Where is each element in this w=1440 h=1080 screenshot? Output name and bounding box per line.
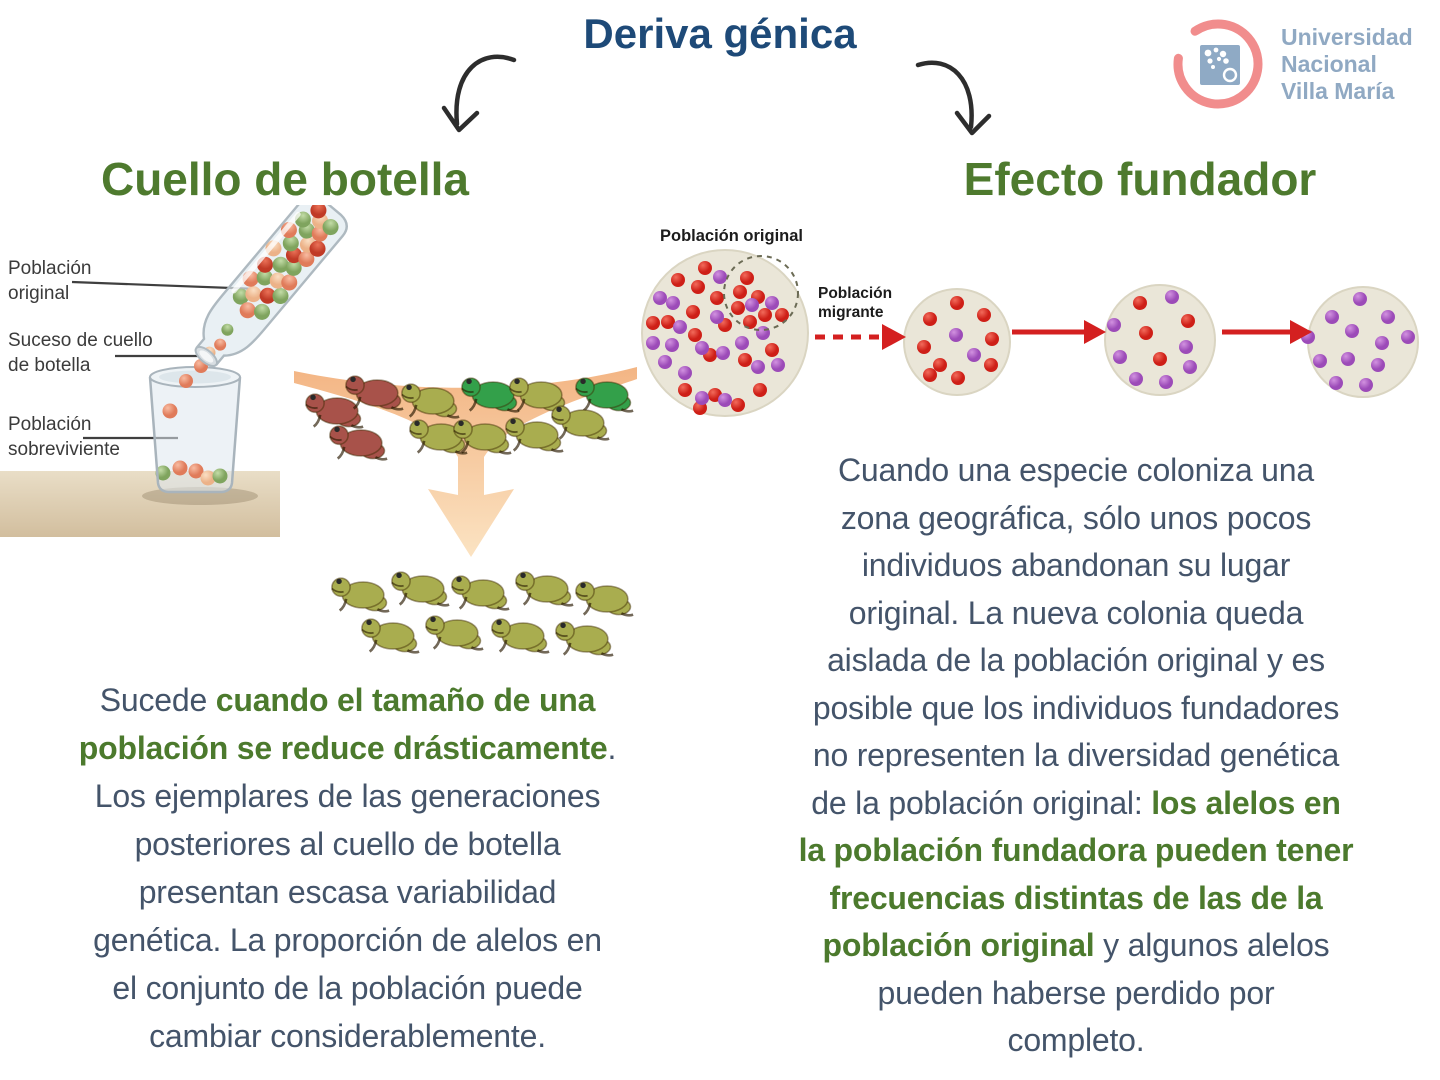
diagram-label-original: Población original <box>8 258 92 304</box>
curved-arrow-left-icon <box>441 54 517 133</box>
paragraph-line: población se reduce drásticamente. <box>78 730 617 766</box>
logo-ring-icon <box>1173 19 1263 109</box>
frog-icon <box>554 620 615 657</box>
paragraph-line: de la población original: los alelos en <box>811 784 1341 821</box>
paragraph-line: Sucede cuando el tamaño de una <box>99 682 596 718</box>
bottleneck-paragraph: Sucede cuando el tamaño de una población … <box>15 676 680 1060</box>
paragraph-line: Los ejemplares de las generaciones <box>94 778 601 814</box>
bottleneck-diagram <box>0 205 348 537</box>
founder-diagram <box>641 249 1419 417</box>
page-title: Deriva génica <box>583 10 857 57</box>
paragraph-line: posteriores al cuello de botella <box>134 826 561 862</box>
frog-icon <box>330 576 391 613</box>
paragraph-line: frecuencias distintas de las de la <box>829 879 1323 916</box>
migrant-selection-dashed-circle <box>723 255 799 331</box>
paragraph-line: Cuando una especie coloniza una <box>838 452 1314 488</box>
paragraph-line: zona geográfica, sólo unos pocos <box>840 499 1312 536</box>
frog-icon <box>514 570 575 607</box>
paragraph-line: posible que los individuos fundadores <box>812 689 1340 726</box>
frog-icon <box>360 617 421 654</box>
migration-arrows <box>815 320 1312 350</box>
paragraph-line: aislada de la población original y es <box>827 642 1325 678</box>
diagram-label-bottleneck-event: Suceso de cuello de botella <box>8 330 153 376</box>
logo-text-line: Universidad <box>1281 23 1413 50</box>
frog-icon <box>490 617 551 654</box>
diagram-label-surviving: Población sobreviviente <box>8 414 120 460</box>
university-logo: Universidad Nacional Villa María <box>1172 6 1440 122</box>
paragraph-line: la población fundadora pueden tener <box>798 832 1354 868</box>
ground <box>0 471 280 537</box>
frog-icon <box>424 614 485 651</box>
section-heading-bottleneck: Cuello de botella <box>100 153 470 205</box>
paragraph-line: genética. La proporción de alelos en <box>93 922 602 958</box>
founder-label-migrant: Población migrante <box>818 285 893 321</box>
cup <box>148 366 242 494</box>
paragraph-line: individuos abandonan su lugar <box>861 547 1291 583</box>
frog-icon <box>450 574 511 611</box>
founder-paragraph: Cuando una especie coloniza una zona geog… <box>720 447 1432 1065</box>
frog-icon <box>550 404 611 441</box>
paragraph-line: original. La nueva colonia queda <box>848 594 1304 631</box>
paragraph-line: no representen la diversidad genética <box>812 737 1340 773</box>
logo-text-line: Nacional <box>1281 50 1377 77</box>
founder-label-original: Población original <box>660 227 804 245</box>
paragraph-line: el conjunto de la población puede <box>112 970 583 1006</box>
frog-icon <box>328 424 389 461</box>
frog-icon <box>390 570 451 607</box>
founder-overlay <box>723 255 1312 350</box>
funnel-arrow <box>294 367 637 557</box>
paragraph-line: presentan escasa variabilidad <box>138 874 557 910</box>
logo-text-line: Villa María <box>1281 77 1395 104</box>
bottle <box>194 205 348 368</box>
frog-icon <box>574 580 635 617</box>
frogs-bottom-group <box>330 570 635 657</box>
curved-arrow-right-icon <box>915 60 992 136</box>
paragraph-line: pueden haberse perdido por <box>877 974 1275 1011</box>
frog-icon <box>504 416 565 453</box>
frog-funnel-illustration <box>294 367 637 657</box>
logo-text: Universidad Nacional Villa María <box>1281 24 1413 105</box>
paragraph-line: completo. <box>1007 1022 1145 1058</box>
paragraph-line: población original y algunos alelos <box>822 927 1330 963</box>
section-heading-founder: Efecto fundador <box>963 153 1317 205</box>
paragraph-line: cambiar considerablemente. <box>149 1018 546 1054</box>
